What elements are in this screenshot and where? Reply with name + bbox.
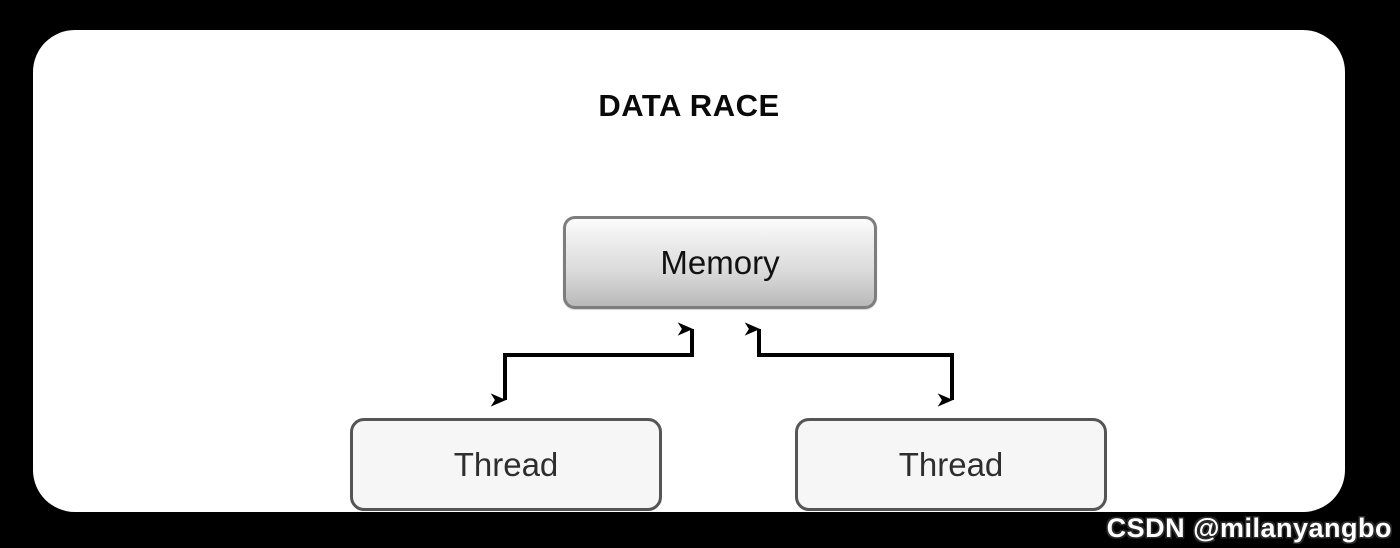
node-thread-left-label: Thread — [453, 446, 559, 483]
page-title: DATA RACE — [598, 88, 780, 123]
watermark: CSDN @milanyangbo — [1106, 513, 1392, 543]
diagram-panel: DATA RACE Memory — [33, 30, 1345, 512]
edge-right — [744, 322, 954, 407]
edge-left — [490, 322, 694, 407]
node-memory-label: Memory — [660, 244, 780, 281]
node-thread-right[interactable]: Thread — [795, 418, 1107, 511]
node-thread-left[interactable]: Thread — [350, 418, 662, 511]
node-memory[interactable]: Memory — [563, 216, 877, 309]
node-thread-right-label: Thread — [898, 446, 1004, 483]
